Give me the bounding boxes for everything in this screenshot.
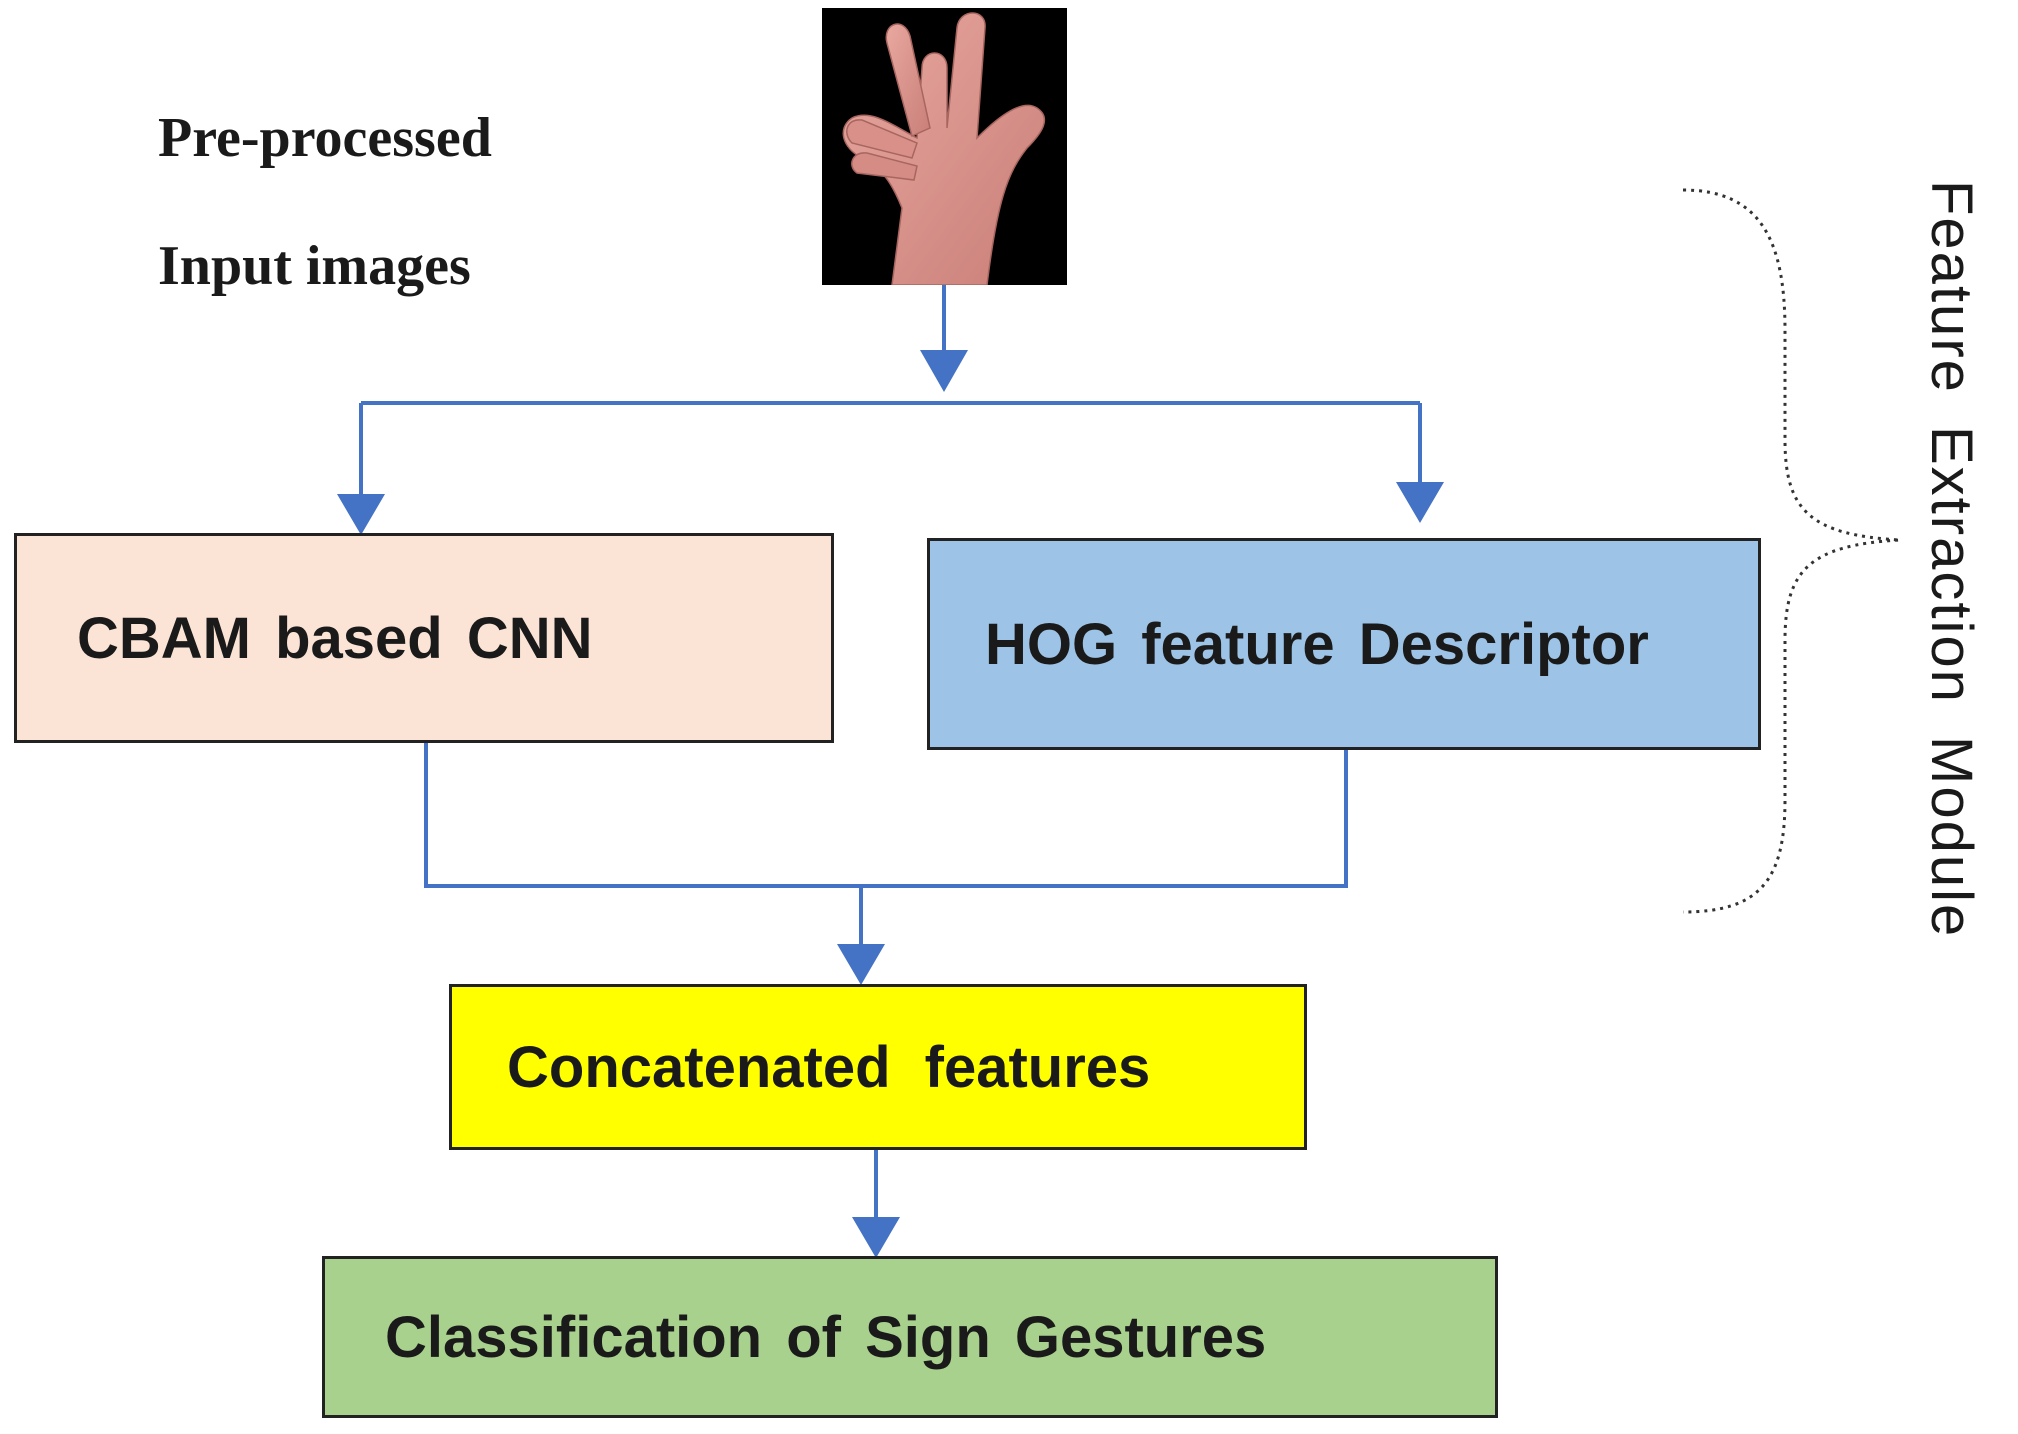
arrowhead-classify xyxy=(852,1217,900,1258)
feature-extraction-module-label: Feature Extraction Module xyxy=(1919,180,1984,939)
arrowhead-cbam xyxy=(337,494,385,535)
cbam-cnn-label: CBAM based CNN xyxy=(77,605,593,671)
classification-label: Classification of Sign Gestures xyxy=(385,1304,1267,1370)
merge-connector xyxy=(424,743,1348,888)
input-label-line1: Pre-processed xyxy=(158,107,492,169)
arrowhead-concat xyxy=(837,944,885,985)
hand-icon xyxy=(822,8,1067,285)
classification-box: Classification of Sign Gestures xyxy=(322,1256,1498,1418)
concatenated-features-label: Concatenated features xyxy=(507,1034,1151,1100)
arrowhead-hog xyxy=(1396,482,1444,523)
input-label-line2: Input images xyxy=(158,235,471,297)
hog-descriptor-label: HOG feature Descriptor xyxy=(985,611,1649,677)
concatenated-features-box: Concatenated features xyxy=(449,984,1307,1150)
hog-descriptor-box: HOG feature Descriptor xyxy=(927,538,1761,750)
cbam-cnn-box: CBAM based CNN xyxy=(14,533,834,743)
hand-gesture-photo xyxy=(822,8,1067,285)
arrowhead-image xyxy=(920,350,968,392)
